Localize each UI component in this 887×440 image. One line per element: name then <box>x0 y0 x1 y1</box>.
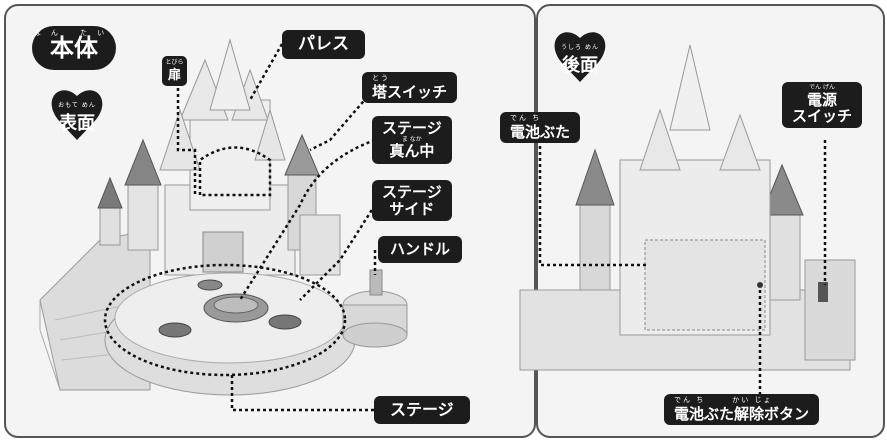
back-label: 後面 <box>562 55 598 76</box>
power-switch-line1: 電源 <box>807 90 838 109</box>
tower-switch-label: 塔スイッチ <box>372 82 448 101</box>
handle-label: ハンドル <box>390 240 451 258</box>
back-heart-label: うしろ めん 後面 <box>549 42 611 77</box>
stage-center-callout: ステージ ま なか 真ん中 <box>372 116 452 164</box>
door-label: 扉 <box>168 68 182 83</box>
stage-center-line1: ステージ <box>382 119 442 137</box>
stage-side-line2: サイド <box>389 199 435 218</box>
back-castle <box>519 44 856 371</box>
battery-cover-label: 電池ぶた <box>510 122 571 141</box>
battery-release-callout: でん ち かい じょ 電池ぶた解除ボタン <box>664 394 820 426</box>
heart-shapes <box>51 32 606 140</box>
battery-cover-callout: でん ち 電池ぶた <box>500 112 581 144</box>
front-ruby: おもて めん <box>58 102 96 109</box>
battery-release-ruby: でん ち かい じょ <box>674 396 773 404</box>
battery-release-label: 電池ぶた解除ボタン <box>674 404 810 423</box>
stage-side-line1: ステージ <box>382 183 442 201</box>
main-body-badge: ほん たい 本体 <box>32 26 116 70</box>
power-switch-ruby: でん げん <box>809 84 835 91</box>
main-body-label: 本体 <box>50 34 98 62</box>
power-switch-line2: スイッチ <box>792 107 853 126</box>
door-ruby: とびら <box>165 59 184 66</box>
battery-cover-ruby: でん ち <box>510 114 542 122</box>
tower-switch-callout: とう 塔スイッチ <box>362 72 458 104</box>
stage-label: ステージ <box>390 400 454 419</box>
door-callout: とびら 扉 <box>162 56 188 86</box>
power-switch-callout: でん げん 電源 スイッチ <box>782 82 863 128</box>
back-ruby: うしろ めん <box>561 44 599 51</box>
stage-center-line2: 真ん中 <box>389 142 435 161</box>
handle-callout: ハンドル <box>378 236 463 263</box>
leader-lines <box>103 43 827 412</box>
palace-callout: パレス <box>282 30 365 59</box>
tower-switch-ruby: とう <box>372 74 390 82</box>
stage-callout: ステージ <box>374 396 470 424</box>
front-heart-label: おもて めん 表面 <box>46 100 108 135</box>
stage-side-callout: ステージ サイド <box>372 180 452 221</box>
front-label: 表面 <box>59 113 95 134</box>
main-body-ruby: ほん たい <box>33 29 115 37</box>
palace-label: パレス <box>298 34 349 54</box>
stage-center-ruby: ま なか <box>401 135 422 143</box>
